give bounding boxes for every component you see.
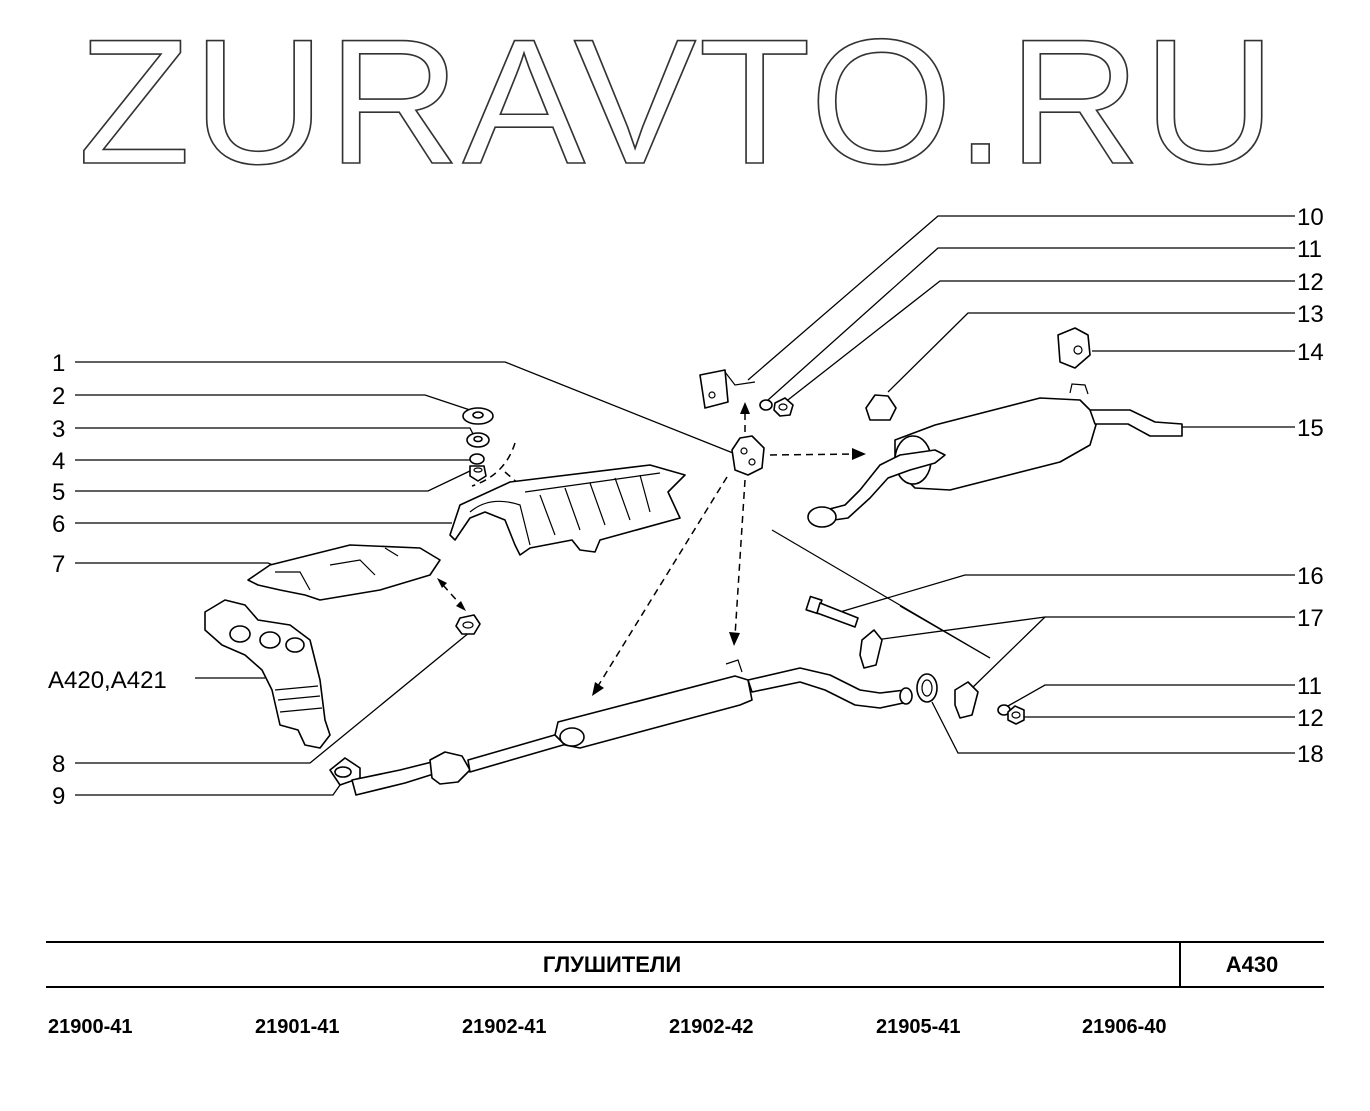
callout-11-upper: 11 — [1297, 236, 1322, 263]
rubber-hanger-1-icon — [731, 435, 765, 476]
washer-4-icon — [469, 453, 485, 465]
callout-1: 1 — [52, 350, 65, 377]
callout-13: 13 — [1297, 301, 1324, 328]
catalog-number: 21902-42 — [669, 1016, 754, 1038]
heat-shield-7-icon — [247, 544, 441, 601]
callout-9: 9 — [52, 783, 65, 810]
catalog-number: 21901-41 — [255, 1016, 340, 1038]
callout-4: 4 — [52, 448, 65, 475]
catalog-number: 21906-40 — [1082, 1016, 1167, 1038]
callout-12-upper: 12 — [1297, 269, 1324, 296]
nut-8-icon — [455, 614, 481, 635]
callout-5: 5 — [52, 479, 65, 506]
callout-6: 6 — [52, 511, 65, 538]
callout-14: 14 — [1297, 339, 1324, 366]
catalog-number: 21900-41 — [48, 1016, 133, 1038]
gasket-ring-18-icon — [916, 673, 938, 703]
bolt-16-icon — [805, 595, 859, 628]
nut-5-icon — [469, 465, 487, 482]
bracket-10-icon — [699, 369, 756, 409]
callout-18: 18 — [1297, 741, 1324, 768]
washer-3-icon — [466, 432, 490, 448]
heat-shield-6-icon — [449, 464, 686, 556]
rear-muffler-15-icon — [807, 383, 1183, 528]
leader-lines — [75, 215, 1295, 796]
bump-stop-13-icon — [865, 394, 897, 421]
callout-8: 8 — [52, 751, 65, 778]
catalog-numbers: 21900-41 21901-41 21902-41 21902-42 2190… — [48, 1016, 1167, 1038]
watermark-logo: ZURAVTO.RU — [78, 2, 1278, 201]
callout-labels: 1 2 3 4 5 6 7 A420,A421 8 9 10 11 12 13 … — [48, 204, 1324, 810]
middle-muffler-icon — [554, 659, 913, 749]
assembly-arrows — [437, 402, 866, 696]
callout-7: 7 — [52, 551, 65, 578]
exhaust-manifold-icon — [204, 599, 331, 749]
clamp-17-icon — [859, 629, 979, 719]
callout-12-lower: 12 — [1297, 705, 1324, 732]
washer-11-icon — [759, 399, 773, 411]
front-pipe-9-icon — [329, 731, 571, 796]
callout-15: 15 — [1297, 415, 1324, 442]
page-title: ГЛУШИТЕЛИ — [543, 952, 681, 977]
callout-ref-a420: A420,A421 — [48, 667, 167, 694]
callout-11-lower: 11 — [1297, 673, 1322, 700]
nut-12-lower-icon — [1007, 705, 1025, 725]
catalog-number: 21905-41 — [876, 1016, 961, 1038]
callout-10: 10 — [1297, 204, 1324, 231]
rubber-cushion-14-icon — [1057, 327, 1091, 369]
callout-17: 17 — [1297, 605, 1324, 632]
page-code: A430 — [1226, 952, 1279, 977]
callout-2: 2 — [52, 383, 65, 410]
footer-frame — [46, 941, 1324, 988]
callout-3: 3 — [52, 416, 65, 443]
callout-16: 16 — [1297, 563, 1324, 590]
nut-12-icon — [773, 397, 794, 417]
washer-2-icon — [462, 407, 494, 425]
catalog-number: 21902-41 — [462, 1016, 547, 1038]
